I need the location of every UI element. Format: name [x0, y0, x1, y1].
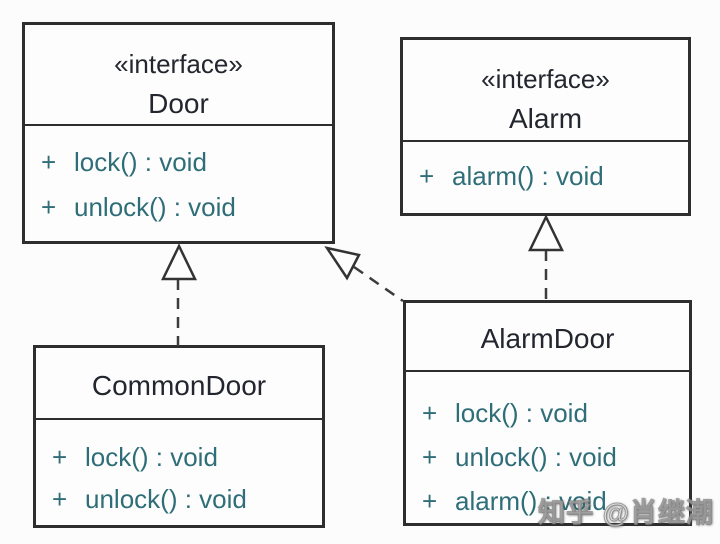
method-signature: unlock() : void	[85, 483, 247, 514]
visibility-symbol: +	[41, 147, 57, 177]
visibility-symbol: +	[52, 441, 68, 472]
class-name: Door	[148, 88, 209, 119]
method-signature: lock() : void	[455, 397, 588, 428]
class-box-alarm: «interface» Alarm + alarm() : void	[400, 37, 691, 216]
class-header-commondoor: CommonDoor	[36, 348, 322, 420]
class-stereotype: «interface»	[481, 64, 610, 94]
class-box-alarmdoor: AlarmDoor + lock() : void + unlock() : v…	[403, 300, 692, 526]
method-signature: unlock() : void	[74, 192, 236, 222]
class-name: AlarmDoor	[480, 323, 615, 354]
method-signature: alarm() : void	[455, 485, 607, 516]
method-compartment-commondoor: + lock() : void + unlock() : void	[36, 420, 322, 520]
method-row: + lock() : void	[25, 140, 332, 185]
method-row: + lock() : void	[36, 436, 322, 478]
class-box-commondoor: CommonDoor + lock() : void + unlock() : …	[33, 345, 325, 528]
visibility-symbol: +	[52, 483, 68, 514]
class-box-door: «interface» Door + lock() : void + unloc…	[22, 22, 335, 244]
method-signature: lock() : void	[85, 441, 218, 472]
class-name: CommonDoor	[91, 369, 267, 401]
class-header-alarm: «interface» Alarm	[403, 40, 688, 142]
visibility-symbol: +	[419, 161, 435, 191]
class-header-door: «interface» Door	[25, 25, 332, 126]
method-compartment-alarmdoor: + lock() : void + unlock() : void + alar…	[406, 372, 689, 523]
visibility-symbol: +	[422, 441, 438, 472]
method-row: + alarm() : void	[406, 479, 689, 523]
visibility-symbol: +	[41, 192, 57, 222]
realization-arrow-alarmdoor-to-alarm	[528, 214, 564, 300]
method-signature: alarm() : void	[452, 161, 604, 191]
class-header-alarmdoor: AlarmDoor	[406, 303, 689, 372]
watermark: 知乎 @肖继潮	[538, 498, 714, 529]
method-signature: unlock() : void	[455, 441, 617, 472]
method-row: + lock() : void	[406, 391, 689, 435]
method-row: + unlock() : void	[36, 478, 322, 520]
method-compartment-alarm: + alarm() : void	[403, 142, 688, 199]
method-row: + unlock() : void	[25, 185, 332, 230]
method-row: + alarm() : void	[403, 154, 688, 199]
visibility-symbol: +	[422, 485, 438, 516]
realization-arrow-commondoor-to-door	[161, 243, 197, 346]
method-row: + unlock() : void	[406, 435, 689, 479]
realization-arrow-alarmdoor-to-door	[324, 246, 404, 303]
method-signature: lock() : void	[74, 147, 207, 177]
class-name: Alarm	[508, 103, 583, 134]
class-stereotype: «interface»	[114, 49, 243, 79]
visibility-symbol: +	[422, 397, 438, 428]
method-compartment-door: + lock() : void + unlock() : void	[25, 126, 332, 230]
